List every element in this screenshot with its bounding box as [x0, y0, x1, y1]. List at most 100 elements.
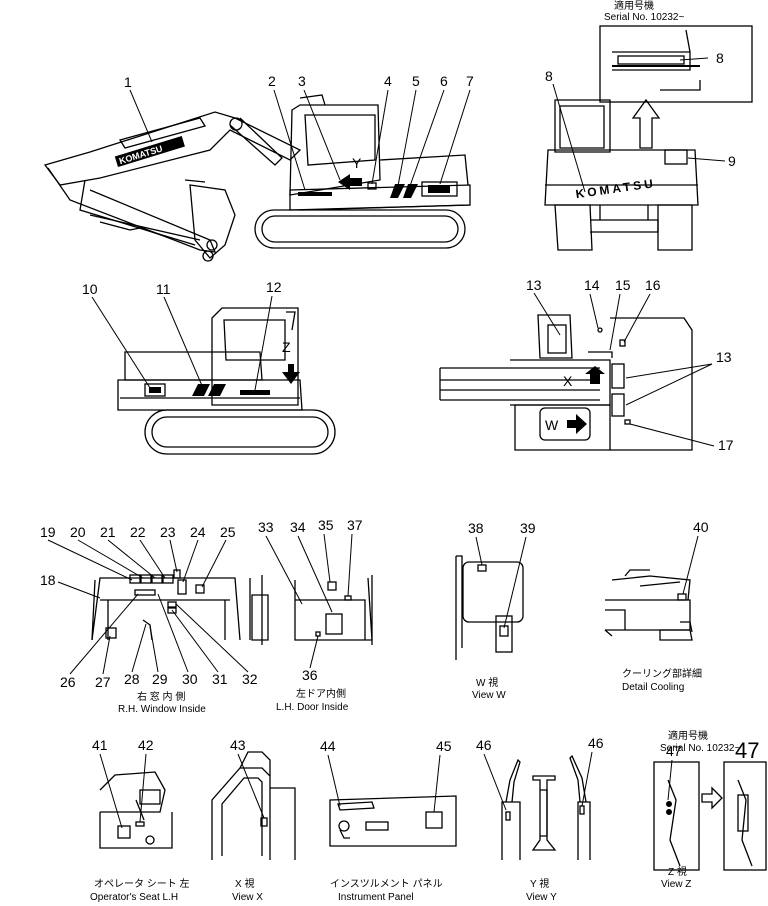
callout-15: 15 — [615, 277, 631, 293]
arrow-up-icon — [631, 98, 661, 149]
callout-45: 45 — [436, 738, 452, 754]
panel-caption: Instrument Panel — [338, 892, 414, 903]
callout-22: 22 — [130, 524, 146, 540]
callout-13-top: 13 — [526, 277, 542, 293]
callout-17: 17 — [718, 437, 734, 453]
callout-41: 41 — [92, 737, 108, 753]
view-y-detail — [501, 754, 591, 860]
cooling-caption-jp: クーリング部詳細 — [622, 667, 702, 680]
serial2-text: Serial No. 10232~ — [660, 743, 740, 754]
callout-35: 35 — [318, 517, 334, 533]
panel-caption-jp: インスツルメント パネル — [330, 878, 443, 890]
callout-16: 16 — [645, 277, 661, 293]
callout-44: 44 — [320, 738, 336, 754]
callout-42: 42 — [138, 737, 154, 753]
view-w-caption: View W — [472, 690, 506, 701]
callout-30: 30 — [182, 671, 198, 687]
rh-window-caption-jp: 右 窓 内 側 — [137, 690, 185, 703]
lh-door-inside — [251, 575, 373, 645]
operators-seat-lh — [99, 771, 173, 849]
callout-19: 19 — [40, 524, 56, 540]
arrow-down-icon — [282, 364, 300, 384]
callout-6: 6 — [440, 73, 448, 89]
serial-jp: 適用号機 — [614, 0, 654, 12]
excavator-left-body: Z — [117, 307, 336, 455]
view-x-caption: View X — [232, 892, 263, 903]
callout-33: 33 — [258, 519, 274, 535]
callout-34: 34 — [290, 519, 306, 535]
callout-29: 29 — [152, 671, 168, 687]
callout-12: 12 — [266, 279, 282, 295]
callout-10: 10 — [82, 281, 98, 297]
callout-28: 28 — [124, 671, 140, 687]
callout-32: 32 — [242, 671, 258, 687]
callout-18: 18 — [40, 572, 56, 588]
view-w-caption-jp: W 視 — [476, 676, 498, 689]
seat-caption-jp: オペレータ シート 左 — [94, 877, 190, 890]
callout-47-right: 47 — [735, 738, 759, 763]
detail-cooling — [604, 569, 693, 641]
callout-14: 14 — [584, 277, 600, 293]
view-z-detail — [653, 761, 767, 871]
callout-36: 36 — [302, 667, 318, 683]
callout-20: 20 — [70, 524, 86, 540]
callout-25: 25 — [220, 524, 236, 540]
callouts-main: 1 2 3 4 5 6 7 — [124, 73, 474, 191]
rh-window-inside — [91, 569, 373, 641]
callout-7: 7 — [466, 73, 474, 89]
view-z-caption: View Z — [661, 879, 691, 890]
callout-46-left: 46 — [476, 737, 492, 753]
callout-40: 40 — [693, 519, 709, 535]
excavator-side-view: KOMATSU Y — [43, 94, 471, 262]
view-x-marker: X — [563, 373, 573, 389]
callout-39: 39 — [520, 520, 536, 536]
callout-8-rear: 8 — [545, 68, 553, 84]
rear-brand-logo: KOMATSU — [575, 176, 657, 201]
callout-46-right: 46 — [588, 735, 604, 751]
callout-21: 21 — [100, 524, 116, 540]
lh-door-caption: L.H. Door Inside — [276, 702, 349, 713]
callout-9: 9 — [728, 153, 736, 169]
callout-47-left: 47 — [666, 743, 682, 759]
view-w-marker: W — [545, 417, 559, 433]
view-x-w-detail: X W — [439, 314, 693, 451]
callout-38: 38 — [468, 520, 484, 536]
callout-3: 3 — [298, 73, 306, 89]
excavator-rear-view: KOMATSU — [544, 99, 699, 251]
callout-4: 4 — [384, 73, 392, 89]
cooling-caption: Detail Cooling — [622, 682, 684, 693]
instrument-panel — [329, 795, 457, 847]
view-y-marker: Y — [352, 155, 362, 171]
callout-43: 43 — [230, 737, 246, 753]
seat-caption: Operator's Seat L.H — [90, 892, 178, 903]
callout-24: 24 — [190, 524, 206, 540]
view-w-detail — [455, 555, 524, 660]
callout-5: 5 — [412, 73, 420, 89]
callout-13-right: 13 — [716, 349, 732, 365]
view-z-caption-jp: Z 視 — [668, 865, 687, 878]
view-y-caption: View Y — [526, 892, 557, 903]
serial-text: Serial No. 10232~ — [604, 12, 684, 23]
view-x-caption-jp: X 視 — [235, 877, 254, 890]
callout-27: 27 — [95, 674, 111, 690]
callout-1: 1 — [124, 74, 132, 90]
callout-11: 11 — [156, 281, 171, 297]
arrow-right-icon — [567, 414, 587, 434]
arrow-right-z-icon — [701, 786, 723, 810]
callout-31: 31 — [212, 671, 228, 687]
callout-8-inset: 8 — [716, 50, 724, 66]
lh-door-caption-jp: 左ドア内側 — [296, 687, 346, 700]
view-x-detail — [211, 751, 296, 860]
callout-37: 37 — [347, 517, 363, 533]
inset-serial-detail — [599, 25, 753, 103]
callout-26: 26 — [60, 674, 76, 690]
rh-window-caption: R.H. Window Inside — [118, 704, 206, 715]
arrow-up-x-icon — [585, 366, 605, 384]
callout-23: 23 — [160, 524, 176, 540]
callout-2: 2 — [268, 73, 276, 89]
serial2-jp: 適用号機 — [668, 729, 708, 742]
view-z-marker: Z — [282, 339, 291, 355]
view-y-caption-jp: Y 視 — [530, 877, 549, 890]
